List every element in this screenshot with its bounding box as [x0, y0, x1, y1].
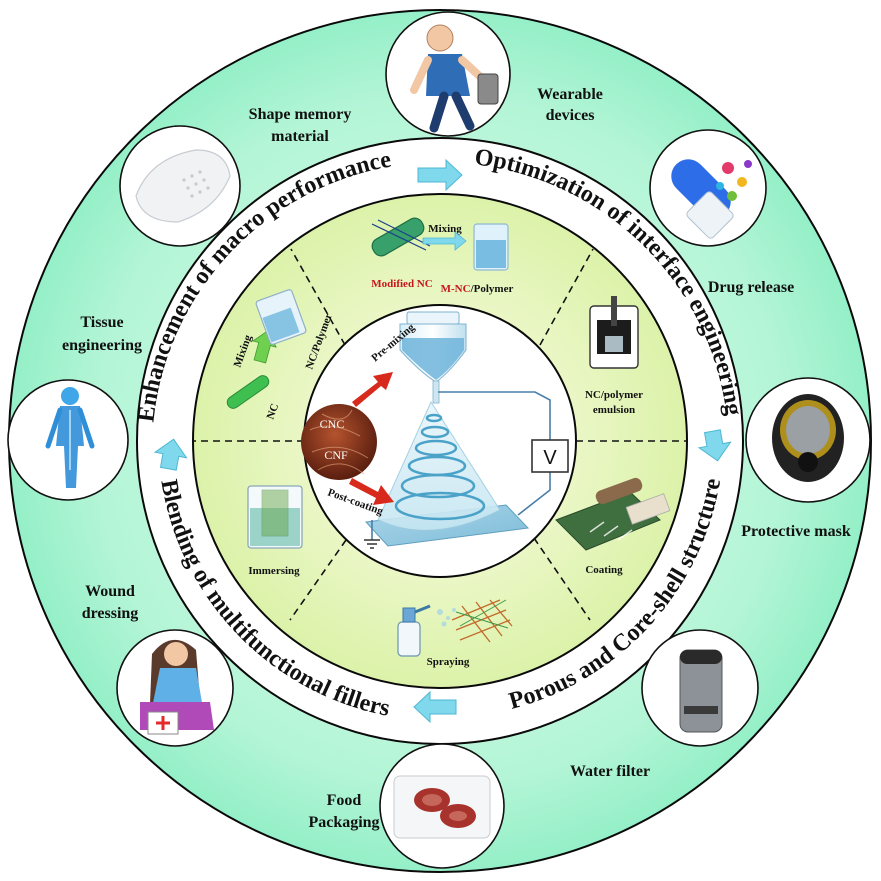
- meat-package-icon: [393, 775, 491, 839]
- pre-mixing-arrow-icon: [352, 372, 393, 407]
- modified-nc-label: Modified NC: [371, 278, 432, 290]
- application-circles: [7, 11, 871, 869]
- modified-nc-icon: [371, 217, 431, 257]
- flow-arrows: [153, 158, 732, 724]
- protective-mask-label: Protective mask: [741, 523, 851, 540]
- post-coating-arrow-icon: [349, 478, 394, 505]
- nc-rod-icon: [226, 375, 270, 409]
- capsule-icon: [671, 159, 752, 239]
- mixing-arrow-icon: [422, 231, 467, 251]
- wearable-label-1: Wearable: [537, 86, 603, 103]
- nc-polymer-emulsion-label-2: emulsion: [593, 404, 635, 416]
- segment-immersing: Immersing: [247, 485, 303, 577]
- cellulose-sphere: [301, 404, 377, 480]
- runner-icon: [410, 24, 499, 133]
- food-label-2: Packaging: [308, 814, 379, 831]
- wound-label-2: dressing: [82, 605, 139, 622]
- segment-mixing-modified: Modified NC Mixing M-NC/Polymer: [371, 217, 514, 295]
- voltage-label: V: [543, 447, 557, 469]
- human-body-icon: [45, 387, 95, 488]
- gas-mask-icon: [772, 394, 844, 482]
- segment-emulsion: NC/polymer emulsion: [585, 296, 643, 416]
- circuit-wires: [371, 391, 551, 540]
- nc-label: NC: [265, 402, 282, 421]
- arrow-bottom-icon: [413, 690, 457, 724]
- fiber-spiral: [394, 413, 486, 521]
- water-filter-icon: [679, 649, 723, 733]
- food-label-1: Food: [327, 792, 362, 809]
- cnc-cnf-sphere: CNC CNF: [301, 404, 377, 480]
- cnf-label: CNF: [324, 448, 348, 462]
- tissue-label-2: engineering: [62, 337, 142, 354]
- memory-pillow-icon: [135, 149, 231, 223]
- shape-memory-label-2: material: [271, 128, 329, 145]
- wound-label-1: Wound: [85, 583, 135, 600]
- segment-spraying: Spraying: [397, 599, 513, 668]
- voltage-box: [531, 439, 569, 473]
- mixing-top-label: Mixing: [428, 223, 462, 235]
- immersing-label: Immersing: [248, 565, 300, 577]
- taylor-cone: [377, 400, 501, 531]
- arrow-right-icon: [697, 429, 732, 462]
- ground-icon: [364, 539, 380, 549]
- tissue-label-1: Tissue: [80, 314, 123, 331]
- coating-label: Coating: [585, 564, 623, 576]
- cnc-label: CNC: [320, 417, 345, 431]
- spray-bottle-icon: [397, 621, 421, 657]
- segment-coating: Coating: [555, 477, 671, 576]
- application-labels: Wearable devices Drug release Protective…: [62, 86, 851, 831]
- electrospinning-setup: V: [364, 311, 569, 549]
- shape-memory-label-1: Shape memory: [249, 106, 352, 123]
- drug-release-label: Drug release: [708, 279, 794, 296]
- arrow-top-icon: [417, 158, 463, 192]
- water-filter-label: Water filter: [570, 763, 650, 780]
- syringe-cap: [406, 311, 460, 325]
- spraying-label: Spraying: [427, 656, 470, 668]
- m-nc-polymer-label: M-NC/Polymer: [441, 283, 514, 295]
- inner-dividers: [193, 248, 688, 621]
- arrow-left-icon: [153, 438, 188, 471]
- nc-polymer-emulsion-label-1: NC/polymer: [585, 389, 643, 401]
- polymer-solution: [402, 338, 464, 380]
- wearable-label-2: devices: [546, 107, 595, 124]
- wound-dressing-icon: [140, 639, 214, 735]
